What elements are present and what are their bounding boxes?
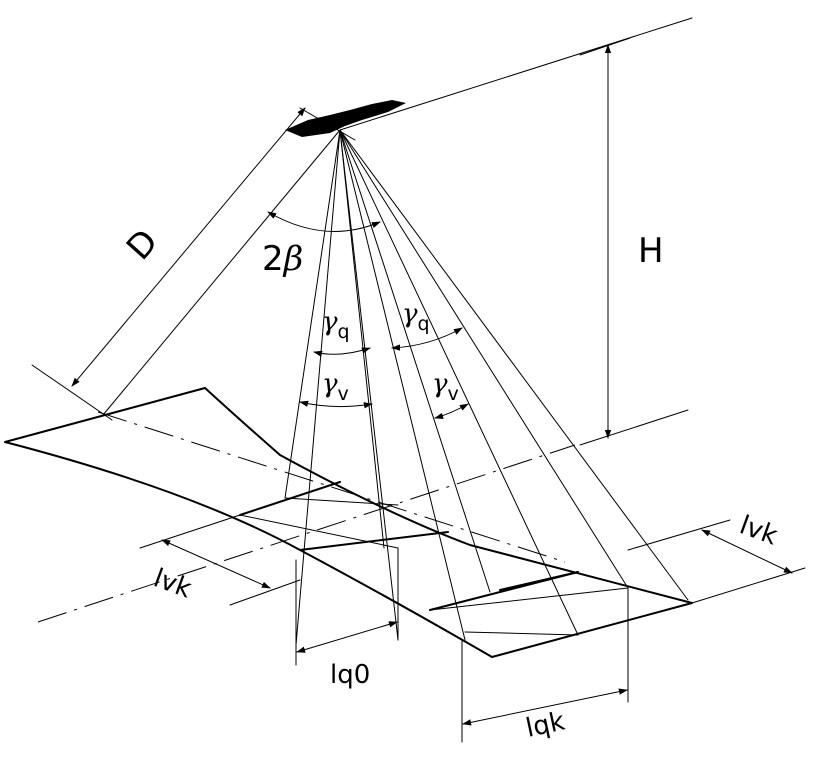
label-gamma-q-left: γq [322,307,350,343]
label-gamma-q-right: γq [402,299,430,335]
lvk-right-ext-a [627,519,731,551]
dimensions [71,44,806,743]
beam-lines [102,129,689,646]
lvk-right-dimension [701,529,793,574]
angle-arcs [267,211,469,419]
gamma-v-left-arc [299,400,373,409]
reference-lines [31,17,693,623]
label-d: D [119,222,166,268]
height-bottom-line [579,409,689,446]
lvk-left-ext-a [139,514,241,549]
gamma-q-right-arc [391,327,463,351]
label-lqk: lqk [523,706,567,743]
lq0-dimension [296,621,398,653]
resolution-cell-near-b [299,531,449,551]
d-dimension [71,107,306,387]
swath-boundary [4,387,693,658]
gamma-q-left-arc [313,347,371,357]
label-lvk-right: lvk [736,510,782,551]
labels: D H 2β γq γv γq γv lvk lvk lq0 lqk [119,222,781,744]
d-extension-bottom [31,364,113,421]
resolution-cell-far-b [499,571,579,591]
label-h: H [638,231,664,271]
ground-track-dashdot [97,411,566,563]
gamma-v-right-arc [434,403,469,419]
two-beta-arc [267,211,381,232]
lvk-left-dimension [161,539,271,589]
label-lq0: lq0 [330,660,370,690]
label-gamma-v-right: γv [432,369,459,405]
label-lvk-left: lvk [150,563,196,604]
lqk-dimension [462,688,628,726]
lvk-left-ext-b [229,579,301,606]
height-top-line [579,37,631,56]
lvk-right-ext-b [691,567,806,604]
centerline-dashdot [37,444,576,623]
label-two-beta: 2β [262,239,303,279]
aircraft-icon [285,100,406,137]
flight-track-line [339,17,693,131]
ground-swath [4,387,693,658]
label-gamma-v-left: γv [322,369,349,405]
